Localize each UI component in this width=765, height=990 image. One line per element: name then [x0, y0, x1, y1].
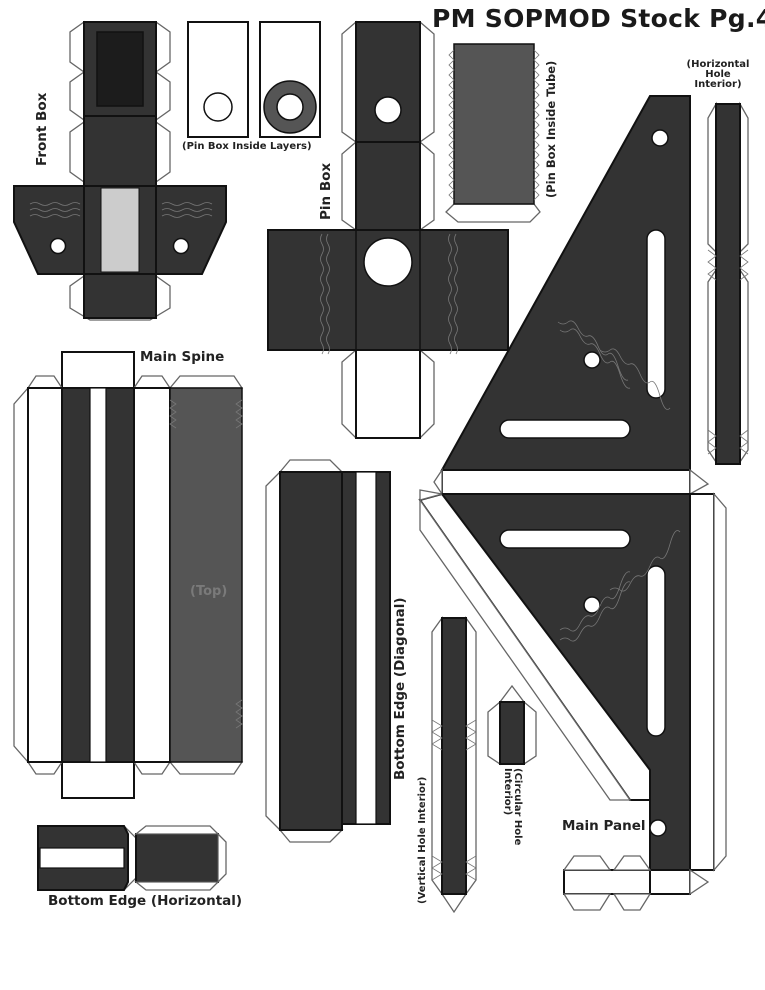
horizontal-hole-interior-line-1: (Horizontal	[686, 59, 750, 70]
horizontal-hole-interior-line-2: Hole	[705, 69, 731, 80]
pin-box-inside-tube-label: (Pin Box Inside Tube)	[544, 60, 558, 198]
horizontal-hole-interior-part	[707, 101, 749, 465]
front-box-label: Front Box	[34, 92, 50, 166]
circular-hole-interior-label: (Circular Hole Interior)	[502, 768, 523, 846]
pin-box-inside-layers-part	[187, 21, 321, 138]
pin-box-part	[267, 20, 509, 439]
pin-box-label: Pin Box	[318, 162, 334, 220]
main-spine-label: Main Spine	[140, 349, 225, 365]
circular-hole-interior-part	[487, 684, 537, 766]
vertical-hole-interior-label: (Vertical Hole Interior)	[417, 776, 428, 904]
pin-box-inside-layers-label: (Pin Box Inside Layers)	[182, 141, 312, 152]
main-panel-label: Main Panel	[562, 818, 646, 834]
bottom-edge-horizontal-label: Bottom Edge (Horizontal)	[48, 893, 243, 909]
bottom-edge-diagonal-label: Bottom Edge (Diagonal)	[392, 597, 408, 781]
pin-box-inside-tube-part	[445, 43, 541, 223]
vertical-hole-interior-part	[431, 615, 477, 914]
main-spine-part	[13, 351, 244, 799]
bottom-edge-horizontal-part	[37, 825, 227, 891]
circular-hole-interior-line-1: (Circular Hole	[512, 768, 523, 846]
front-box-part	[13, 20, 227, 321]
bottom-edge-diagonal-part	[265, 459, 391, 843]
main-panel-part	[418, 95, 727, 911]
page-title: PM SOPMOD Stock Pg.4	[432, 4, 765, 33]
horizontal-hole-interior-label: (Horizontal Hole Interior)	[680, 60, 756, 90]
top-label: (Top)	[190, 584, 228, 599]
circular-hole-interior-line-2: Interior)	[502, 768, 513, 816]
horizontal-hole-interior-line-3: Interior)	[694, 79, 742, 90]
